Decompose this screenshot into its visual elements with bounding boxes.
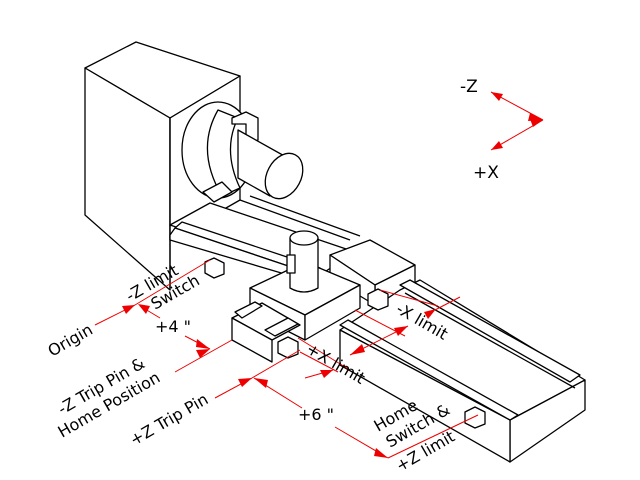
- plus6-left-leader: [253, 377, 303, 409]
- limit-switches: [204, 257, 486, 429]
- pos-x-center-arrowhead: [530, 119, 543, 127]
- chuck: [181, 101, 304, 203]
- plus6-label: +6 ": [298, 405, 334, 424]
- neg-z-arrowhead: [491, 92, 503, 101]
- tool-post: [286, 230, 319, 293]
- pos-z-trip-label: +Z Trip Pin: [127, 389, 212, 449]
- plus4-label: +4 ": [155, 317, 191, 336]
- neg-z-limit-extension: [134, 259, 211, 306]
- home-switch: [464, 406, 486, 429]
- neg-x-trip-switch: [367, 288, 389, 311]
- home-extension: [387, 414, 479, 459]
- origin-label: Origin: [45, 320, 96, 361]
- axis-indicator: -Z +X: [460, 77, 544, 183]
- neg-z-limit-switch: [204, 257, 225, 279]
- pos-x-ext-a: [297, 337, 351, 371]
- neg-z-axis-label: -Z: [460, 77, 478, 97]
- dimension-lines: [94, 259, 479, 459]
- neg-z-trip-leader: [174, 339, 233, 373]
- pos-x-trip-switch: [277, 336, 299, 359]
- pos-x-axis-label: +X: [473, 163, 499, 183]
- origin-arrowhead: [122, 305, 135, 314]
- bed-front: [339, 279, 586, 463]
- neg-z-center-arrowhead: [528, 113, 543, 121]
- pos-x-arrowhead: [491, 141, 503, 150]
